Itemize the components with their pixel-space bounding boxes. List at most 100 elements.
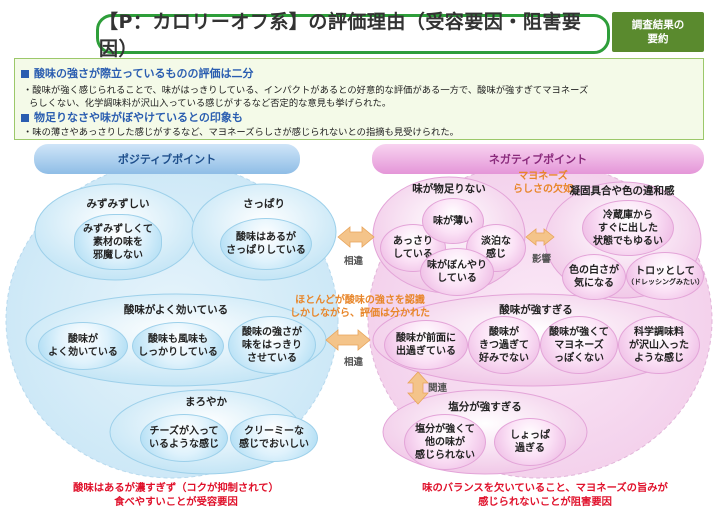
mizumizu-title: みずみずしい — [86, 198, 150, 210]
bubble-line: 味がぼんやり — [427, 260, 487, 271]
bullet-square-icon — [21, 114, 29, 122]
bubble-line: 酸味が前面に — [396, 333, 456, 344]
bubble-line: チーズが入って — [149, 426, 219, 437]
badge-line2: 要約 — [647, 33, 669, 45]
enbun-title: 塩分が強すぎる — [448, 401, 522, 413]
summary-text-2: ・味の薄さやあっさりした感じがするなど、マヨネーズらしさが感じられないとの指摘も… — [23, 127, 459, 138]
bubble-line: 酸味が強くて — [549, 326, 609, 338]
bubble-line: っぽくない — [553, 352, 604, 364]
eikyo-label: 影響 — [532, 254, 552, 265]
bubble-line: 塩分が強くて — [415, 423, 475, 435]
negative-conclusion: 味のバランスを欠いていること、マヨネーズの旨みが 感じられないことが阻害要因 — [400, 482, 690, 510]
positive-conclusion: 酸味はあるが濃すぎず（コクが抑制されて） 食べやすいことが受容要因 — [56, 482, 296, 510]
tsuyosugiru-bubble-1: 酸味が前面に出過ぎている — [384, 320, 468, 370]
conclusion-line: 食べやすいことが受容要因 — [114, 495, 238, 508]
label-line: マヨネーズ — [518, 171, 568, 182]
sanmi-bubble-2: 酸味も風味もしっかりしている — [132, 322, 224, 370]
bubble-line: させている — [247, 352, 297, 364]
arrow-eikyo — [525, 228, 555, 246]
monotarinai-bubble-4: 味がぼんやりしている — [420, 248, 494, 296]
negative-header: ネガティブポイント — [372, 144, 704, 174]
bubble-line: 出過ぎている — [396, 346, 456, 357]
bubble-line: 色の白さが — [569, 265, 619, 276]
iwakan-bubble-1: 冷蔵庫からすぐに出した状態でもゆるい — [582, 200, 674, 256]
middle-note: ほとんどが酸味の強さを認識 しかしながら、評価は分かれた — [290, 294, 430, 320]
bubble-line: 感じでおいしい — [239, 439, 309, 450]
iwakan-bubble-2: 色の白さが気になる — [562, 254, 626, 300]
sappari-title: さっぱり — [243, 198, 285, 210]
bubble-line: 他の味が — [425, 436, 465, 448]
bubble-line: 淡泊な — [481, 236, 511, 247]
arrow-kanren — [407, 371, 429, 405]
bubble-line: 素材の味を — [92, 236, 143, 248]
label-line: らしさの欠如 — [513, 184, 573, 195]
sotai-label-top: 相違 — [344, 256, 364, 267]
bubble-line: 酸味も風味も — [147, 334, 208, 345]
sappari-bubble: 酸味はあるが さっぱりしている — [220, 218, 312, 270]
bubble-line: 酸味が — [67, 334, 98, 345]
bubble-line: 冷蔵庫から — [603, 209, 653, 221]
summary-heading-2: 物足りなさや味がぼやけているとの印象も — [21, 109, 243, 125]
conclusion-line: 感じられないことが阻害要因 — [478, 495, 612, 508]
bubble-line: きつ過ぎて — [479, 339, 529, 351]
bubble-line: しょっぱ — [510, 430, 550, 441]
note-line: しかしながら、評価は分かれた — [290, 308, 430, 319]
bubble-line: しっかりしている — [138, 347, 218, 358]
bubble-line: が沢山入った — [629, 339, 689, 351]
bubble-line: あっさり — [393, 236, 433, 247]
tsuyosugiru-bubble-4: 科学調味料が沢山入ったような感じ — [618, 316, 700, 374]
bubble-line: 酸味の強さが — [242, 326, 302, 338]
sotai-label-middle: 相違 — [344, 357, 364, 368]
bubble-line: 科学調味料 — [634, 326, 684, 338]
bubble-line: 気になる — [574, 278, 614, 289]
bubble-line: みずみずしくて — [83, 223, 153, 235]
page-title: 【P：カロリーオフ系】の評価理由（受容要因・阻害要因） — [96, 11, 610, 60]
bubble-line: いるような感じ — [149, 439, 219, 450]
bubble-line: マヨネーズ — [554, 339, 604, 351]
tsuyosugiru-title: 酸味が強すぎる — [499, 304, 573, 316]
bubble-line: 過ぎる — [515, 443, 545, 454]
bubble-line: 感じられない — [415, 449, 475, 461]
iwakan-title: 凝固具合や色の違和感 — [569, 185, 675, 197]
maroyaka-bubble-1: チーズが入っているような感じ — [140, 414, 228, 462]
tsuyosugiru-bubble-3: 酸味が強くてマヨネーズっぽくない — [540, 316, 618, 374]
bubble-line: すぐに出した — [598, 222, 658, 234]
bubble-line: 邪魔しない — [92, 249, 143, 261]
monotarinai-title: 味が物足りない — [412, 183, 486, 195]
tsuyosugiru-bubble-2: 酸味がきつ過ぎて好みでない — [468, 316, 540, 374]
sanmi-title: 酸味がよく効いている — [123, 304, 229, 316]
enbun-bubble-1: 塩分が強くて他の味が感じられない — [404, 414, 486, 470]
iwakan-bubble-3: トロッとして（ドレッシングみたい） — [626, 252, 704, 300]
bubble-line: ような感じ — [634, 352, 684, 364]
summary-text-1a: ・酸味が強く感じられることで、味がはっきりしている、インパクトがあるとの好意的な… — [23, 85, 589, 96]
bubble-line: クリーミーな — [244, 426, 304, 437]
bubble-line: よく効いている — [48, 347, 118, 358]
summary-text-1b: らしくない、化学調味料が沢山入っている感じがするなど否定的な意見も挙げられた。 — [29, 98, 392, 109]
kanren-label: 関連 — [428, 383, 448, 394]
bubble-line: 酸味はあるが — [235, 232, 296, 243]
enbun-bubble-2: しょっぱ過ぎる — [494, 418, 566, 466]
bullet-square-icon — [21, 70, 29, 78]
bubble-line: （ドレッシングみたい） — [627, 277, 704, 286]
arrow-sotai-middle — [325, 329, 371, 351]
summary-heading-1: 酸味の強さが際立っているものの評価は二分 — [21, 65, 253, 81]
sanmi-bubble-3: 酸味の強さが味をはっきりさせている — [228, 316, 316, 374]
bubble-line: している — [437, 273, 477, 284]
summary-box: 酸味の強さが際立っているものの評価は二分 ・酸味が強く感じられることで、味がはっ… — [14, 58, 704, 140]
bubble-line: 味をはっきり — [242, 339, 302, 351]
bubble-line: 味が薄い — [433, 215, 473, 227]
positive-header: ポジティブポイント — [34, 144, 300, 174]
badge-line1: 調査結果の — [631, 18, 685, 31]
maroyaka-title: まろやか — [185, 396, 227, 408]
bubble-line: 好みでない — [479, 352, 529, 364]
bubble-line: している — [393, 249, 433, 260]
arrow-sotai-top — [337, 226, 375, 248]
summary-badge: 調査結果の 要約 — [612, 12, 704, 52]
bubble-line: 酸味が — [489, 326, 519, 338]
conclusion-line: 酸味はあるが濃すぎず（コクが抑制されて） — [73, 482, 279, 494]
bubble-line: 状態でもゆるい — [593, 235, 663, 247]
sanmi-bubble-1: 酸味がよく効いている — [38, 322, 128, 370]
conclusion-line: 味のバランスを欠いていること、マヨネーズの旨みが — [422, 482, 668, 494]
mizumizu-bubble: みずみずしくて 素材の味を 邪魔しない — [74, 214, 162, 270]
mayo-lack-label: マヨネーズ らしさの欠如 — [503, 170, 583, 196]
